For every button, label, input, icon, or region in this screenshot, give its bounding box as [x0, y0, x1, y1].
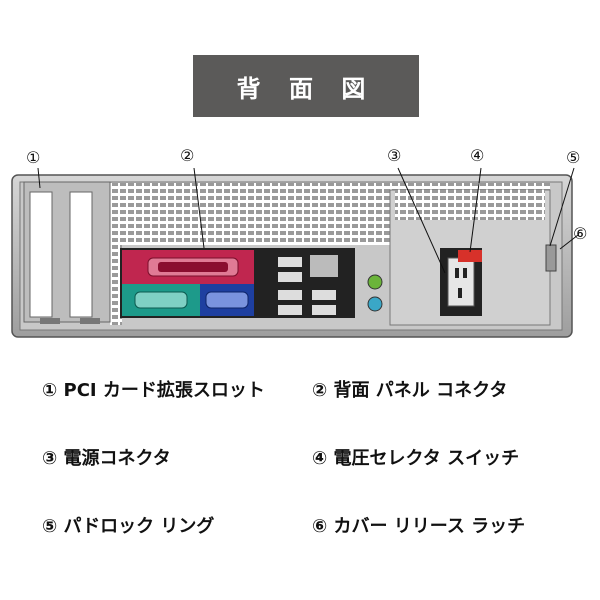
legend-num: ⑤ [42, 516, 58, 537]
legend-item-3: ③ 電源コネクタ [42, 444, 171, 470]
voltage-switch [458, 250, 482, 262]
legend-text: 背面 パネル コネクタ [333, 380, 508, 401]
legend-text: 電圧セレクタ スイッチ [333, 448, 520, 469]
power-supply [440, 248, 482, 316]
legend-item-1: ① PCI カード拡張スロット [42, 376, 265, 402]
legend-text: PCI カード拡張スロット [63, 380, 265, 401]
title-banner: 背 面 図 [193, 55, 419, 117]
legend-item-4: ④ 電圧セレクタ スイッチ [312, 444, 519, 470]
legend-num: ④ [312, 448, 328, 469]
legend-num: ② [312, 380, 328, 401]
cover-release-latch [545, 244, 557, 272]
legend-item-5: ⑤ パドロック リング [42, 512, 214, 538]
callout-2: ② [180, 146, 195, 165]
legend-num: ③ [42, 448, 58, 469]
callout-3: ③ [387, 146, 402, 165]
callout-6: ⑥ [573, 224, 588, 243]
legend-num: ⑥ [312, 516, 328, 537]
legend-text: カバー リリース ラッチ [333, 516, 526, 537]
pci-card-slots [23, 181, 111, 324]
callout-5: ⑤ [566, 148, 581, 167]
legend-item-6: ⑥ カバー リリース ラッチ [312, 512, 525, 538]
legend-num: ① [42, 380, 58, 401]
rear-panel-connectors [120, 248, 383, 318]
legend-text: パドロック リング [63, 516, 215, 537]
page-title: 背 面 図 [236, 74, 376, 103]
callout-1: ① [26, 148, 41, 167]
legend-item-2: ② 背面 パネル コネクタ [312, 376, 507, 402]
legend-text: 電源コネクタ [63, 448, 171, 469]
callout-4: ④ [470, 146, 485, 165]
